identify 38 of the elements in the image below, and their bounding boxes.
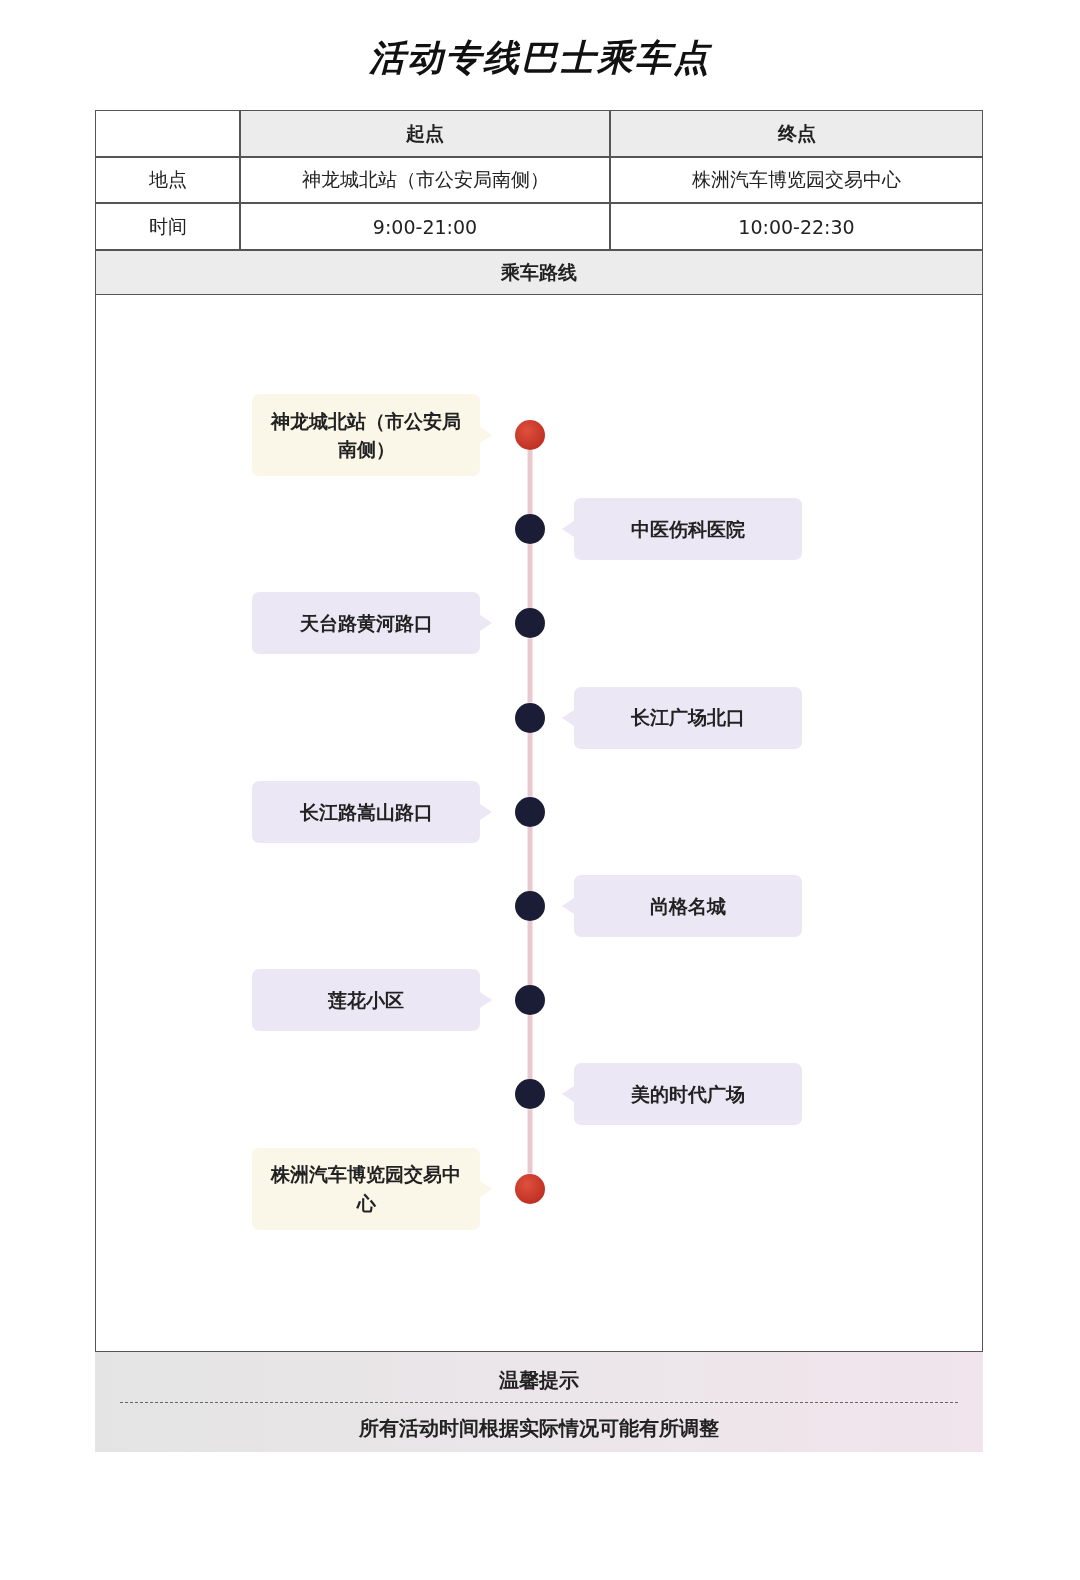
table-cell: 10:00-22:30 — [610, 203, 983, 250]
stop-dot — [515, 420, 545, 450]
table-cell: 地点 — [95, 157, 240, 203]
notice-text: 所有活动时间根据实际情况可能有所调整 — [358, 1414, 720, 1442]
route-line — [527, 826, 533, 891]
table-cell: 株洲汽车博览园交易中心 — [610, 157, 983, 203]
stop-bubble: 长江路嵩山路口 — [252, 780, 492, 843]
stop-bubble: 莲花小区 — [252, 969, 492, 1032]
header-cell: 终点 — [610, 110, 983, 157]
title: 活动专线巴士乘车点 — [368, 35, 713, 80]
table-cell: 9:00-21:00 — [240, 203, 610, 250]
stop-dot — [515, 891, 545, 921]
stop-bubble: 尚格名城 — [562, 875, 802, 937]
route-line — [527, 638, 533, 703]
stop-bubble: 株洲汽车博览园交易中心 — [252, 1147, 492, 1230]
route-line — [527, 1109, 533, 1174]
stop-dot — [515, 608, 545, 639]
stop-dot — [515, 702, 545, 733]
stop-bubble: 长江广场北口 — [562, 686, 802, 749]
route-line — [527, 921, 533, 986]
stop-dot — [515, 514, 545, 545]
stop-bubble: 美的时代广场 — [562, 1063, 802, 1126]
stop-dot — [515, 985, 545, 1016]
stop-bubble: 中医伤科医院 — [562, 498, 802, 561]
stop-dot — [515, 1079, 545, 1110]
header-cell: 乘车路线 — [95, 250, 983, 295]
stop-bubble: 天台路黄河路口 — [252, 592, 492, 655]
table-cell: 神龙城北站（市公安局南侧） — [240, 157, 610, 203]
stop-dot — [515, 796, 545, 827]
notice-heading: 温馨提示 — [498, 1366, 580, 1394]
route-line — [527, 450, 533, 515]
table-cell: 时间 — [95, 203, 240, 250]
stop-dot — [515, 1173, 545, 1204]
stop-bubble: 神龙城北站（市公安局南侧） — [252, 394, 492, 476]
header-cell: 起点 — [240, 110, 610, 157]
route-line — [527, 544, 533, 609]
route-line — [527, 732, 533, 797]
route-line — [527, 1015, 533, 1080]
